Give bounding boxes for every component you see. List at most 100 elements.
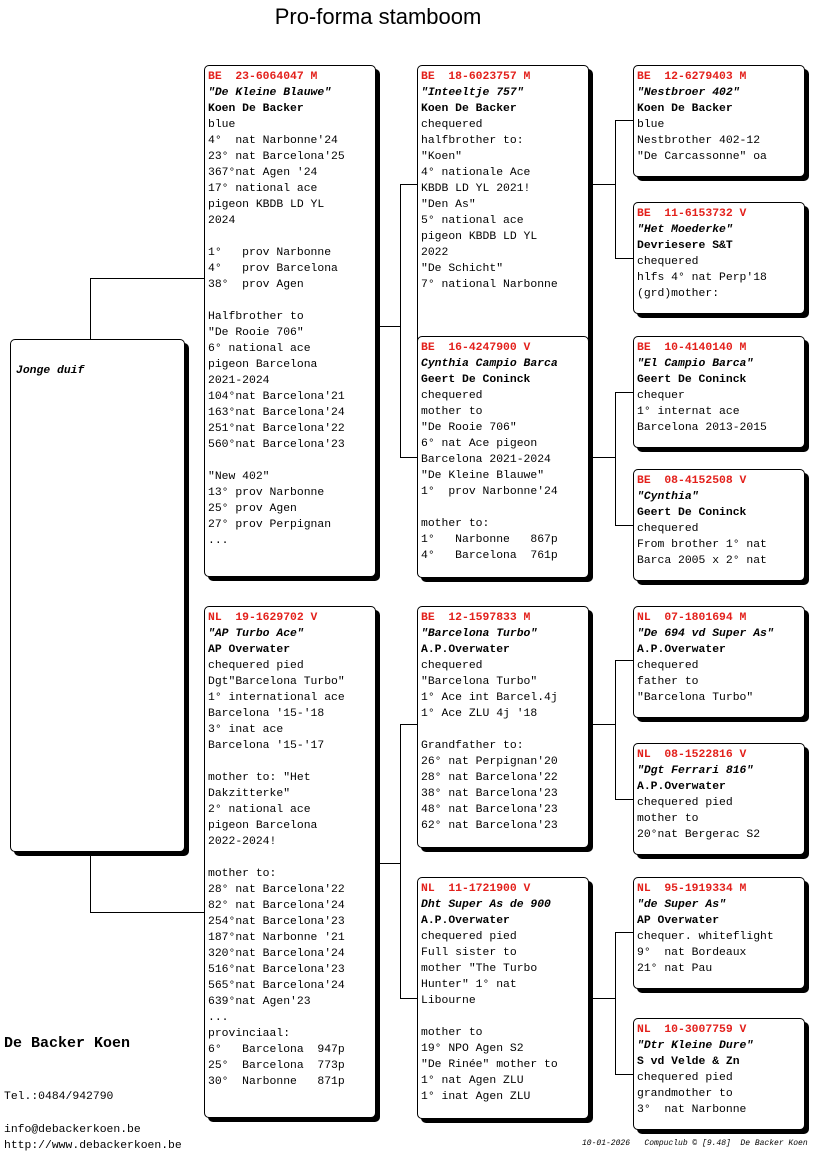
connector-line <box>589 457 615 458</box>
pigeon-name: "Nestbroer 402" <box>637 87 740 99</box>
pedigree-info-line: "Den As" <box>421 199 476 211</box>
connector-line <box>400 998 417 999</box>
connector-line <box>615 120 616 258</box>
pedigree-info-line: 560°nat Barcelona'23 <box>208 439 345 451</box>
pedigree-info-line: "De Kleine Blauwe" <box>421 470 545 482</box>
owner-name: Koen De Backer <box>637 103 733 115</box>
pedigree-info-line: 516°nat Barcelona'23 <box>208 964 345 976</box>
pigeon-name: "Dgt Ferrari 816" <box>637 765 754 777</box>
breeder-website[interactable]: http://www.debackerkoen.be <box>4 1140 182 1152</box>
pedigree-info-line: Full sister to <box>421 947 517 959</box>
pedigree-info-line: (grd)mother: <box>637 288 720 300</box>
pedigree-info-line: 17° national ace <box>208 183 318 195</box>
pedigree-info-line: "De Rooie 706" <box>208 327 304 339</box>
pedigree-info-line: 1° prov Narbonne <box>208 247 332 259</box>
pedigree-info-line: 4° nat Narbonne'24 <box>208 135 338 147</box>
pedigree-info-line: 27° prov Perpignan <box>208 519 332 531</box>
connector-line <box>615 799 633 800</box>
pedigree-info-line: 104°nat Barcelona'21 <box>208 391 345 403</box>
pigeon-name: "AP Turbo Ace" <box>208 628 304 640</box>
owner-name: Geert De Coninck <box>421 374 531 386</box>
pedigree-info-line: Libourne <box>421 995 476 1007</box>
connector-line <box>90 278 204 279</box>
pedigree-info-line: 28° nat Barcelona'22 <box>421 772 558 784</box>
pedigree-info-line <box>208 229 372 245</box>
pedigree-info-line: 23° nat Barcelona'25 <box>208 151 345 163</box>
pedigree-info-line: ... <box>208 535 229 547</box>
pedigree-info-line <box>421 722 585 738</box>
pigeon-card: BE 11-6153732 V"Het Moederke"Devriesere … <box>633 202 805 314</box>
pedigree-info-line: 21° nat Pau <box>637 963 713 975</box>
ring-number: BE 18-6023757 M <box>421 71 531 83</box>
pedigree-info-line: Barcelona 2013-2015 <box>637 422 767 434</box>
pedigree-info-line: chequered <box>637 660 699 672</box>
breeder-email[interactable]: info@debackerkoen.be <box>4 1124 141 1136</box>
owner-name: Geert De Coninck <box>637 374 747 386</box>
connector-line <box>90 852 91 912</box>
breeder-phone: Tel.:0484/942790 <box>4 1091 114 1103</box>
pedigree-info-line: ... <box>208 1012 229 1024</box>
pedigree-info-line: mother to: <box>208 868 277 880</box>
connector-line <box>90 278 91 339</box>
pedigree-info-line <box>208 453 372 469</box>
pedigree-info-line: 251°nat Barcelona'22 <box>208 423 345 435</box>
pigeon-card: BE 10-4140140 M"El Campio Barca"Geert De… <box>633 336 805 448</box>
pigeon-name: "Cynthia" <box>637 491 699 503</box>
connector-line <box>615 392 616 525</box>
connector-line <box>615 932 616 1074</box>
pedigree-info-line: 163°nat Barcelona'24 <box>208 407 345 419</box>
owner-name: AP Overwater <box>208 644 291 656</box>
pigeon-card: BE 12-6279403 M"Nestbroer 402"Koen De Ba… <box>633 65 805 177</box>
pedigree-info-line: chequered <box>637 523 699 535</box>
pedigree-info-line: 6° Barcelona 947p <box>208 1044 345 1056</box>
pedigree-info-line: Barcelona 2021-2024 <box>421 454 551 466</box>
pedigree-info-line: 1° nat Agen ZLU <box>421 1075 524 1087</box>
pedigree-info-line: 26° nat Perpignan'20 <box>421 756 558 768</box>
pedigree-info-line: father to <box>637 676 699 688</box>
owner-name: Koen De Backer <box>421 103 517 115</box>
pedigree-info-line: "Barcelona Turbo" <box>637 692 754 704</box>
pedigree-info-line: Barca 2005 x 2° nat <box>637 555 767 567</box>
ring-number: BE 12-1597833 M <box>421 612 531 624</box>
pedigree-info-line: mother to <box>421 406 483 418</box>
ring-number: BE 16-4247900 V <box>421 342 531 354</box>
pedigree-info-line: KBDB LD YL 2021! <box>421 183 531 195</box>
pedigree-info-line: 9° nat Bordeaux <box>637 947 747 959</box>
pedigree-info-line: chequered pied <box>421 931 517 943</box>
pedigree-info-line: 13° prov Narbonne <box>208 487 325 499</box>
root-pigeon-label: Jonge duif <box>16 365 85 377</box>
connector-line <box>400 184 417 185</box>
pedigree-info-line: Hunter" 1° nat <box>421 979 517 991</box>
connector-line <box>615 1074 633 1075</box>
pedigree-info-line: 2022 <box>421 247 449 259</box>
pedigree-info-line: 4° nationale Ace <box>421 167 531 179</box>
pedigree-info-line: 3° inat ace <box>208 724 284 736</box>
pedigree-info-line: "New 402" <box>208 471 270 483</box>
pedigree-info-line: "De Schicht" <box>421 263 504 275</box>
owner-name: A.P.Overwater <box>421 644 510 656</box>
pedigree-info-line <box>208 754 372 770</box>
pedigree-info-line: Barcelona '15-'17 <box>208 740 325 752</box>
pedigree-info-line: "Koen" <box>421 151 463 163</box>
pedigree-info-line: pigeon KBDB LD YL <box>421 231 538 243</box>
pedigree-info-line: mother "The Turbo <box>421 963 538 975</box>
pedigree-info-line: chequered <box>637 256 699 268</box>
page-title: Pro-forma stamboom <box>274 4 482 29</box>
pedigree-info-line: "De Rinée" mother to <box>421 1059 558 1071</box>
ring-number: BE 23-6064047 M <box>208 71 318 83</box>
connector-line <box>400 724 417 725</box>
ring-number: NL 19-1629702 V <box>208 612 318 624</box>
pedigree-info-line: chequer <box>637 390 685 402</box>
pedigree-info-line: 367°nat Agen '24 <box>208 167 318 179</box>
pedigree-info-line: 7° national Narbonne <box>421 279 558 291</box>
ring-number: NL 10-3007759 V <box>637 1024 747 1036</box>
pedigree-info-line: "De Rooie 706" <box>421 422 517 434</box>
owner-name: Koen De Backer <box>208 103 304 115</box>
pedigree-info-line: 254°nat Barcelona'23 <box>208 916 345 928</box>
pedigree-info-line: chequered pied <box>637 1072 733 1084</box>
pedigree-info-line: blue <box>208 119 236 131</box>
connector-line <box>589 724 615 725</box>
pigeon-card: NL 10-3007759 V"Dtr Kleine Dure"S vd Vel… <box>633 1018 805 1130</box>
pigeon-name: "El Campio Barca" <box>637 358 754 370</box>
